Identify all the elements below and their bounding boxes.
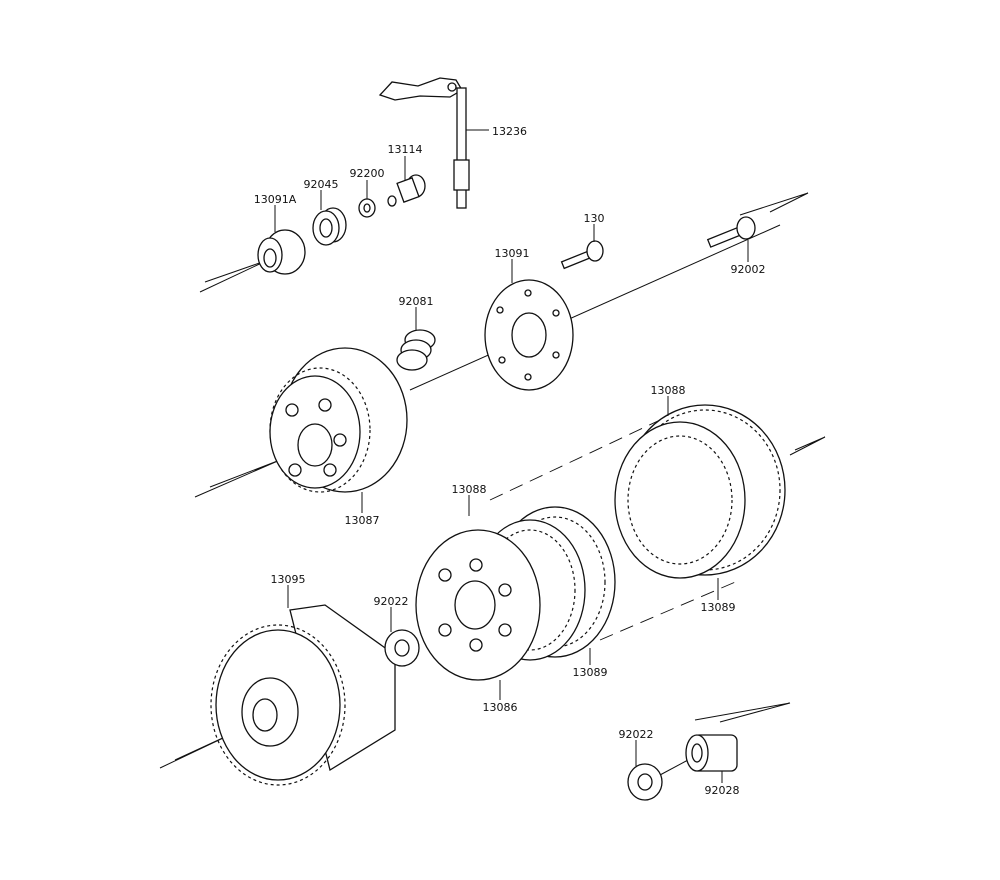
label-13086[interactable]: 13086	[483, 701, 518, 714]
label-92045[interactable]: 92045	[304, 178, 339, 191]
part-labels: 13236 13114 92200 92045 13091A 130 13091…	[254, 125, 766, 797]
label-13095[interactable]: 13095	[271, 573, 306, 586]
part-130-bolt[interactable]	[560, 240, 604, 270]
part-92022-washer-lower[interactable]	[627, 763, 663, 801]
label-92002[interactable]: 92002	[731, 263, 766, 276]
part-13091-pressure-plate[interactable]	[484, 279, 574, 391]
part-13095-clutch-housing[interactable]	[210, 604, 396, 786]
label-92022-lower[interactable]: 92022	[619, 728, 654, 741]
leader-lines	[274, 129, 749, 783]
part-92200-washer[interactable]	[358, 198, 376, 218]
label-13091[interactable]: 13091	[495, 247, 530, 260]
label-13236[interactable]: 13236	[492, 125, 527, 138]
label-92022-upper[interactable]: 92022	[374, 595, 409, 608]
label-13087[interactable]: 13087	[345, 514, 380, 527]
part-13114-pushrod[interactable]	[387, 174, 426, 207]
label-13091A[interactable]: 13091A	[254, 193, 297, 206]
label-92028[interactable]: 92028	[705, 784, 740, 797]
part-92045-bearing[interactable]	[312, 207, 347, 246]
part-13091A-guide[interactable]	[257, 229, 306, 275]
label-13089-lower[interactable]: 13089	[573, 666, 608, 679]
part-13086-plate[interactable]	[415, 529, 541, 681]
part-92022-washer-upper[interactable]	[384, 629, 420, 667]
label-13088-right[interactable]: 13088	[651, 384, 686, 397]
part-92028-collar[interactable]	[685, 734, 738, 772]
label-130[interactable]: 130	[584, 212, 605, 225]
part-13088-friction-plate-right[interactable]	[614, 404, 786, 579]
label-13088-left[interactable]: 13088	[452, 483, 487, 496]
label-92081[interactable]: 92081	[399, 295, 434, 308]
part-13087-clutch-hub[interactable]	[269, 347, 408, 493]
part-92081-spring[interactable]	[396, 329, 436, 371]
label-92200[interactable]: 92200	[350, 167, 385, 180]
part-92002-bolt[interactable]	[706, 216, 756, 248]
label-13114[interactable]: 13114	[388, 143, 423, 156]
part-13236-release-shaft[interactable]	[378, 77, 470, 209]
label-13089-upper[interactable]: 13089	[701, 601, 736, 614]
